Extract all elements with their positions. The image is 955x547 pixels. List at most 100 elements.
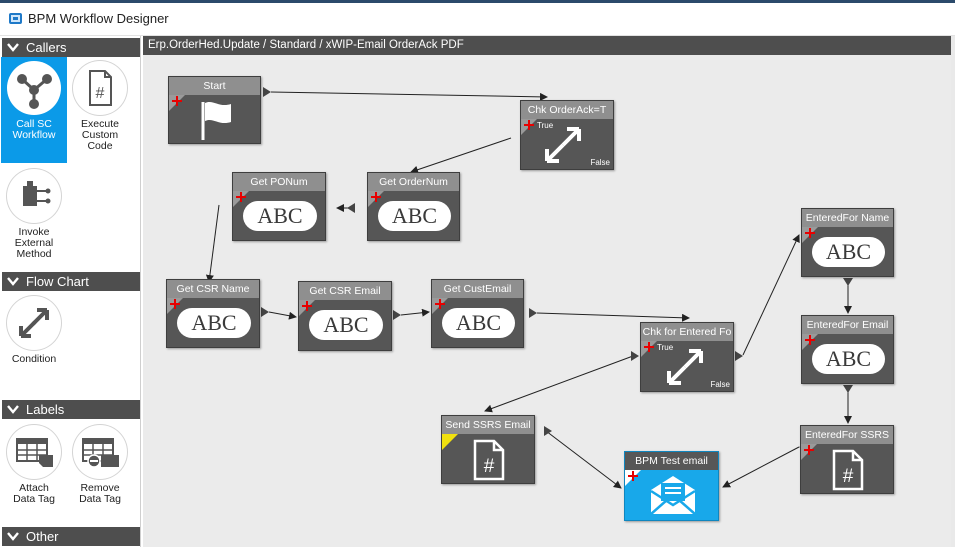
node-title: Get CSR Name: [167, 280, 259, 298]
svg-text:#: #: [843, 466, 854, 487]
connector-send-ssrs-to-bpm-test-email[interactable]: [545, 430, 622, 489]
node-chk-orderack[interactable]: Chk OrderAck=T True False: [520, 100, 614, 170]
plus-icon[interactable]: [805, 335, 815, 345]
output-port[interactable]: [735, 351, 743, 361]
tool-label-line: Workflow: [12, 129, 56, 141]
chevron-down-icon: [7, 43, 19, 52]
connector-chk-enteredfor-to-send-ssrs[interactable]: [484, 355, 634, 413]
section-title: Labels: [26, 402, 65, 417]
connector-get-ponum-to-get-csr-name[interactable]: [205, 204, 220, 283]
tool-attach-data-tag[interactable]: Attach Data Tag: [1, 421, 67, 511]
output-port[interactable]: [843, 385, 853, 393]
node-enteredfor-ssrs[interactable]: EnteredFor SSRS #: [800, 425, 894, 494]
output-port[interactable]: [529, 308, 537, 318]
tool-label-line: Call SC: [16, 118, 52, 130]
window-right-border: [951, 36, 955, 547]
node-send-ssrs-email[interactable]: Send SSRS Email #: [441, 415, 535, 484]
section-header-callers[interactable]: Callers: [2, 38, 140, 57]
flag-icon: [201, 101, 231, 140]
attach-tag-icon: [16, 438, 53, 467]
output-port[interactable]: [261, 307, 269, 317]
connector-enteredfor-ssrs-to-bpm-test-email[interactable]: [722, 446, 800, 488]
plus-icon[interactable]: [804, 445, 814, 455]
tool-label-line: Code: [87, 140, 113, 152]
tool-icon-circle: [7, 425, 61, 479]
toolbox-sidebar: Callers Call SC Workflow # Execute: [0, 36, 141, 547]
tool-invoke-external-method[interactable]: Invoke External Method: [1, 165, 67, 265]
plus-icon[interactable]: [644, 342, 654, 352]
svg-text:#: #: [96, 85, 105, 102]
abc-text-icon: ABC: [177, 308, 251, 338]
plus-icon[interactable]: [371, 192, 381, 202]
false-branch-label: False: [590, 158, 610, 167]
node-title: Send SSRS Email: [442, 416, 534, 434]
condition-arrows-icon: [545, 127, 581, 163]
true-branch-label: True: [537, 121, 554, 130]
node-title: Chk OrderAck=T: [521, 101, 613, 119]
connector-get-custemail-to-chk-enteredfor[interactable]: [536, 312, 690, 322]
plus-icon[interactable]: [524, 120, 534, 130]
plus-icon[interactable]: [628, 471, 638, 481]
tool-icon-circle: [7, 296, 61, 350]
workflow-breadcrumb: Erp.OrderHed.Update / Standard / xWIP-Em…: [143, 36, 955, 55]
node-bpm-test-email[interactable]: BPM Test email: [624, 451, 719, 521]
output-port[interactable]: [631, 351, 639, 361]
node-get-ordernum[interactable]: Get OrderNum ABC: [367, 172, 460, 241]
node-start[interactable]: Start: [168, 76, 261, 144]
tool-execute-custom-code[interactable]: # Execute Custom Code: [67, 57, 133, 163]
plus-icon[interactable]: [170, 299, 180, 309]
abc-text-icon: ABC: [378, 201, 451, 231]
node-get-csr-name[interactable]: Get CSR Name ABC: [166, 279, 260, 348]
node-get-custemail[interactable]: Get CustEmail ABC: [431, 279, 524, 348]
chevron-down-icon: [7, 277, 19, 286]
app-window-icon: [9, 13, 22, 24]
node-title: BPM Test email: [625, 452, 718, 470]
node-get-csr-email[interactable]: Get CSR Email ABC: [298, 281, 392, 351]
output-port[interactable]: [393, 310, 401, 320]
abc-text-icon: ABC: [812, 344, 885, 374]
output-port[interactable]: [544, 426, 552, 436]
section-title: Callers: [26, 40, 67, 55]
connector-chk-orderack-to-get-ordernum[interactable]: [410, 137, 512, 174]
connector-chk-enteredfor-to-enteredfor-name[interactable]: [742, 234, 800, 356]
output-port[interactable]: [843, 278, 853, 286]
node-title: Get PONum: [233, 173, 325, 191]
node-title: EnteredFor Email: [802, 316, 893, 334]
connector-layer: [205, 87, 853, 489]
abc-text-icon: ABC: [442, 308, 515, 338]
tool-call-sc-workflow[interactable]: Call SC Workflow: [1, 57, 67, 163]
node-enteredfor-name[interactable]: EnteredFor Name ABC: [801, 208, 894, 277]
node-enteredfor-email[interactable]: EnteredFor Email ABC: [801, 315, 894, 384]
tool-remove-data-tag[interactable]: Remove Data Tag: [67, 421, 133, 511]
plus-icon[interactable]: [435, 299, 445, 309]
chevron-down-icon: [7, 532, 19, 541]
workflow-nodes-icon: [17, 74, 52, 109]
output-port[interactable]: [347, 203, 355, 213]
connector-get-csr-name-to-get-csr-email[interactable]: [268, 311, 297, 320]
tool-label-line: Custom: [81, 129, 119, 141]
section-header-labels[interactable]: Labels: [2, 400, 140, 419]
section-header-other[interactable]: Other: [2, 527, 140, 546]
plus-icon[interactable]: [302, 301, 312, 311]
window-top-edge: [0, 0, 955, 3]
node-get-ponum[interactable]: Get PONum ABC: [232, 172, 326, 241]
output-port[interactable]: [263, 87, 271, 97]
plus-icon[interactable]: [805, 228, 815, 238]
tool-label-line: External: [14, 237, 54, 249]
tool-label-line: Method: [16, 248, 52, 260]
plus-icon[interactable]: [236, 192, 246, 202]
tool-condition[interactable]: Condition: [1, 292, 67, 370]
tool-label-line: Execute: [81, 118, 119, 130]
section-title: Flow Chart: [26, 274, 89, 289]
connector-get-csr-email-to-get-custemail[interactable]: [400, 308, 430, 317]
abc-text-icon: ABC: [309, 310, 383, 340]
node-chk-enteredfor[interactable]: Chk for Entered Fo True False: [640, 322, 734, 392]
connector-start-to-chk-orderack[interactable]: [270, 91, 548, 101]
code-file-icon: #: [473, 439, 505, 481]
section-header-flow-chart[interactable]: Flow Chart: [2, 272, 140, 291]
plus-icon[interactable]: [172, 96, 182, 106]
abc-text-icon: ABC: [243, 201, 317, 231]
workflow-canvas[interactable]: Start Chk OrderAck=T True False Get Orde…: [143, 55, 951, 547]
tool-label-line: Data Tag: [79, 493, 121, 505]
tool-label-line: Remove: [80, 482, 120, 494]
